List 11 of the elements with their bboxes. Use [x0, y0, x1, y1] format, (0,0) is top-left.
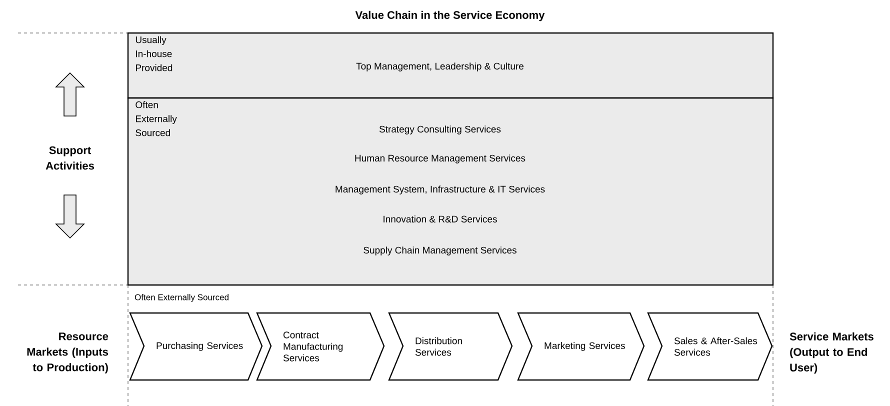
band-box: Usually In-house Provided Top Management, Leadership & Culture: [127, 32, 774, 99]
title: Value Chain in the Service Economy: [355, 10, 545, 22]
side-label: Resource Markets (Inputs to Production): [27, 332, 108, 374]
chevron-box: Distribution Services: [388, 312, 513, 381]
chevron-box: Purchasing Services: [129, 312, 263, 381]
side-label: Support Activities: [46, 146, 94, 170]
side-label: Service Markets (Output to End User): [790, 332, 874, 374]
chevron-box: Sales & After-Sales Services: [647, 312, 773, 381]
chevron-box: Contract Manufacturing Services: [256, 312, 385, 381]
chevron-box: Marketing Services: [517, 312, 645, 381]
section-note: Often Externally Sourced: [134, 294, 228, 302]
